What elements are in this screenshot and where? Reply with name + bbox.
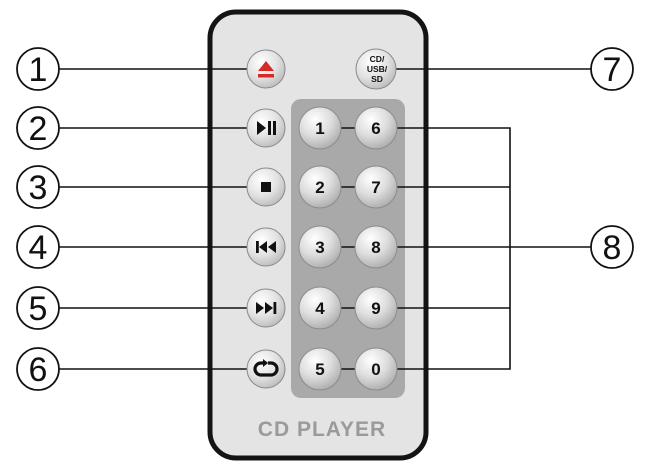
callout-4: 4	[16, 225, 60, 269]
skip-previous-icon	[256, 241, 276, 253]
number-key-0[interactable]: 0	[354, 347, 398, 391]
number-key-label: 2	[315, 178, 324, 197]
callout-6: 6	[16, 347, 60, 391]
callout-8: 8	[590, 225, 634, 269]
number-key-6[interactable]: 6	[354, 106, 398, 150]
number-key-label: 7	[371, 178, 380, 197]
play-pause-button[interactable]	[246, 108, 286, 148]
number-key-label: 3	[315, 238, 324, 257]
number-key-4[interactable]: 4	[298, 286, 342, 330]
play-pause-icon	[257, 121, 276, 135]
stop-button[interactable]	[246, 167, 286, 207]
callout-7: 7	[590, 47, 634, 91]
eject-icon	[258, 61, 274, 78]
repeat-button[interactable]	[246, 349, 286, 389]
source-label-line-3: SD	[371, 74, 383, 84]
stop-icon	[261, 182, 271, 192]
number-key-label: 1	[315, 119, 324, 138]
source-button[interactable]: CD/ USB/ SD	[355, 48, 397, 90]
eject-button[interactable]	[246, 49, 286, 89]
callout-2: 2	[16, 106, 60, 150]
callout-number: 1	[29, 51, 48, 89]
callout-number: 7	[603, 51, 622, 89]
number-key-2[interactable]: 2	[298, 165, 342, 209]
leader-bracket-8	[320, 127, 511, 370]
number-key-5[interactable]: 5	[298, 347, 342, 391]
callout-lines	[59, 68, 592, 370]
number-key-3[interactable]: 3	[298, 225, 342, 269]
number-key-label: 4	[315, 299, 325, 318]
number-key-label: 8	[371, 238, 380, 257]
next-button[interactable]	[246, 288, 286, 328]
callout-number: 8	[603, 229, 622, 267]
callout-3: 3	[16, 165, 60, 209]
callout-5: 5	[16, 286, 60, 330]
number-key-label: 5	[315, 360, 324, 379]
callout-1: 1	[16, 47, 60, 91]
previous-button[interactable]	[246, 227, 286, 267]
number-key-label: 0	[371, 360, 380, 379]
number-key-9[interactable]: 9	[354, 286, 398, 330]
number-key-label: 9	[371, 299, 380, 318]
callout-number: 4	[29, 229, 48, 267]
number-key-1[interactable]: 1	[298, 106, 342, 150]
callout-number: 6	[29, 351, 48, 389]
callout-number: 5	[29, 290, 48, 328]
number-key-label: 6	[371, 119, 380, 138]
skip-next-icon	[256, 302, 277, 314]
callout-number: 2	[29, 110, 48, 148]
source-label-line-1: CD/	[370, 54, 385, 64]
number-key-8[interactable]: 8	[354, 225, 398, 269]
brand-label: CD PLAYER	[258, 418, 386, 441]
number-key-7[interactable]: 7	[354, 165, 398, 209]
source-label-line-2: USB/	[367, 64, 388, 74]
callout-number: 3	[29, 169, 48, 207]
